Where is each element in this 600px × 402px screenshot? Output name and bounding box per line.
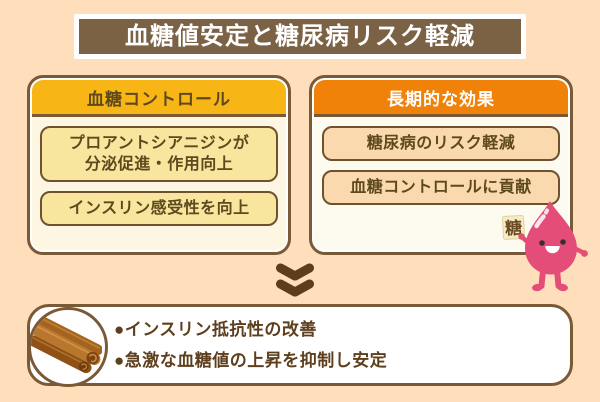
list-item-line: 血糖コントロールに貢献 xyxy=(350,179,532,197)
mascot-mouth xyxy=(545,246,560,254)
sugar-drop-mascot: 糖 xyxy=(502,201,588,292)
panel-header-blood-sugar-control: 血糖コントロール xyxy=(32,80,286,117)
panels-row: 血糖コントロール プロアントシアニジンが 分泌促進・作用向上 インスリン感受性を… xyxy=(27,75,573,255)
mascot-left-hand xyxy=(518,233,525,240)
mascot-left-foot xyxy=(532,283,543,292)
panel-body: 糖尿病のリスク軽減 血糖コントロールに貢献 xyxy=(314,117,568,250)
cinnamon-sticks-icon xyxy=(31,315,102,374)
mascot-shine xyxy=(534,214,546,229)
panel-long-term-effects: 長期的な効果 糖尿病のリスク軽減 血糖コントロールに貢献 xyxy=(309,75,573,255)
cinnamon-photo-frame xyxy=(28,307,108,387)
list-item: 糖尿病のリスク軽減 xyxy=(322,126,560,162)
mascot-shine-dot xyxy=(544,208,549,215)
summary-panel: ●インスリン抵抗性の改善 ●急激な血糖値の上昇を抑制し安定 xyxy=(27,304,573,387)
summary-bullet: ●インスリン抵抗性の改善 xyxy=(114,320,317,339)
sugar-sign: 糖 xyxy=(502,215,526,240)
panel-blood-sugar-control: 血糖コントロール プロアントシアニジンが 分泌促進・作用向上 インスリン感受性を… xyxy=(27,75,291,255)
mascot-left-eye xyxy=(539,240,545,246)
title-banner: 血糖値安定と糖尿病リスク軽減 xyxy=(74,14,526,59)
panel-body: プロアントシアニジンが 分泌促進・作用向上 インスリン感受性を向上 xyxy=(32,117,286,250)
page-title: 血糖値安定と糖尿病リスク軽減 xyxy=(79,19,521,54)
double-chevron-down-icon xyxy=(276,263,314,297)
list-item: インスリン感受性を向上 xyxy=(40,191,278,227)
summary-bullet: ●急激な血糖値の上昇を抑制し安定 xyxy=(114,351,388,370)
list-item-line: プロアントシアニジンが xyxy=(68,135,250,152)
list-item: プロアントシアニジンが 分泌促進・作用向上 xyxy=(40,126,278,183)
summary-bullets: ●インスリン抵抗性の改善 ●急激な血糖値の上昇を抑制し安定 xyxy=(114,314,387,376)
mascot-right-hand xyxy=(581,250,588,257)
mascot-right-eye xyxy=(560,239,566,245)
mascot-drop-body xyxy=(525,201,577,275)
mascot-right-foot xyxy=(557,283,568,292)
list-item: 血糖コントロールに貢献 xyxy=(322,170,560,206)
sugar-sign-label: 糖 xyxy=(505,218,523,239)
panel-header-long-term-effects: 長期的な効果 xyxy=(314,80,568,117)
list-item-line: 糖尿病のリスク軽減 xyxy=(366,135,516,152)
list-item-line: 分泌促進・作用向上 xyxy=(84,156,234,174)
list-item-line: インスリン感受性を向上 xyxy=(68,200,250,218)
